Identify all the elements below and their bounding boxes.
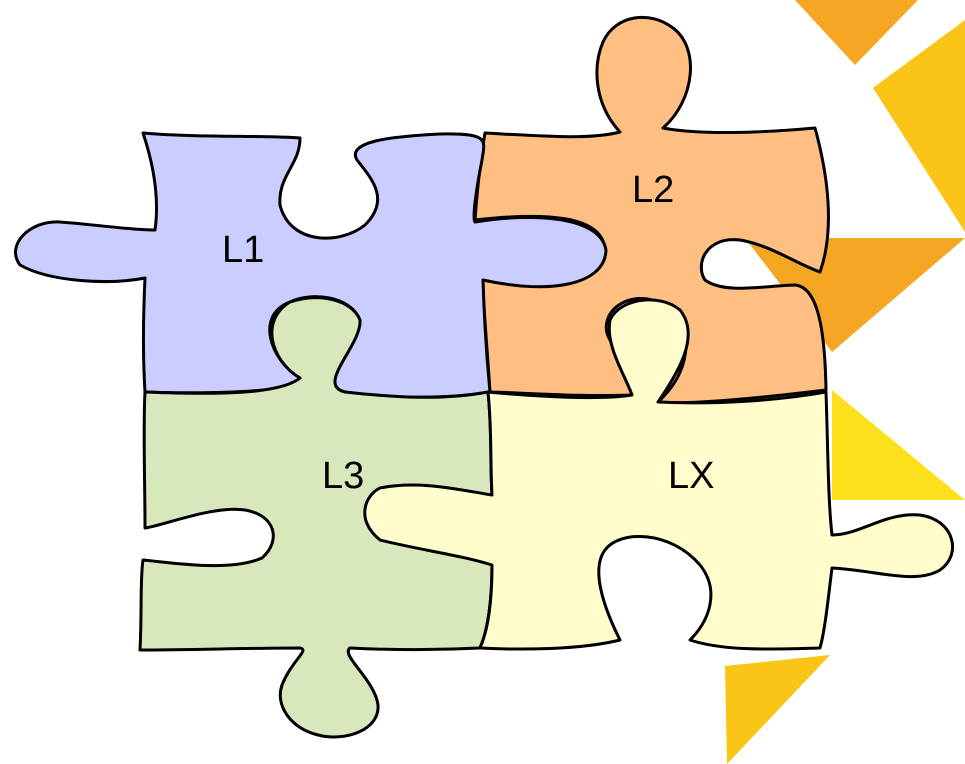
label-l2: L2 [632, 169, 674, 211]
label-l1: L1 [222, 229, 264, 271]
triangle-lower-right [832, 390, 965, 500]
label-lx: LX [668, 455, 714, 497]
triangle-top-left [795, 0, 918, 65]
triangle-middle [745, 238, 965, 352]
label-l3: L3 [322, 455, 364, 497]
decorative-triangles [725, 0, 965, 764]
triangle-bottom [725, 655, 830, 764]
puzzle-piece-lx [363, 298, 955, 651]
puzzle-piece-l3 [138, 296, 494, 739]
triangle-top-right [873, 20, 965, 232]
